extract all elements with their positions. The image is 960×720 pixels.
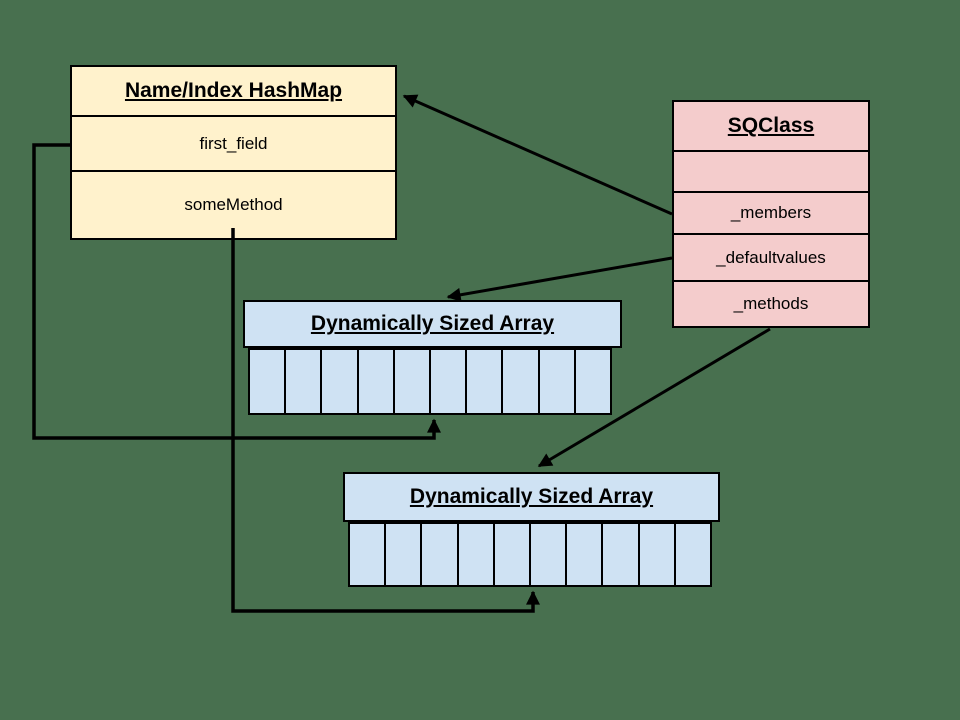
- sqclass-class-box: SQClass _members _defaultvalues _methods: [672, 100, 870, 328]
- hashmap-class-box: Name/Index HashMap first_field someMetho…: [70, 65, 397, 240]
- sqclass-title: SQClass: [674, 102, 868, 152]
- array-lower-title: Dynamically Sized Array: [343, 472, 720, 522]
- array-cell: [576, 350, 610, 413]
- sqclass-row-members: _members: [674, 191, 868, 233]
- array-cell: [459, 524, 495, 585]
- hashmap-title: Name/Index HashMap: [72, 67, 395, 117]
- sqclass-row-defaultvalues: _defaultvalues: [674, 233, 868, 280]
- array-cell: [422, 524, 459, 585]
- array-cell: [250, 350, 287, 413]
- sqclass-row-empty: [674, 152, 868, 191]
- array-cell: [350, 524, 387, 585]
- connector-defaultvalues-to-upper-array: [446, 256, 673, 302]
- array-cell: [386, 524, 423, 585]
- connector-members-to-hashmap: [402, 94, 673, 216]
- array-cell: [531, 524, 568, 585]
- array-cell: [431, 350, 468, 413]
- array-cell: [540, 350, 576, 413]
- array-upper-title: Dynamically Sized Array: [243, 300, 622, 348]
- hashmap-method-somemethod: someMethod: [72, 170, 395, 238]
- array-lower-cells: [348, 522, 712, 587]
- array-upper-cells: [248, 348, 612, 415]
- array-cell: [503, 350, 540, 413]
- array-cell: [640, 524, 676, 585]
- sqclass-row-methods: _methods: [674, 280, 868, 326]
- array-cell: [322, 350, 359, 413]
- array-cell: [676, 524, 710, 585]
- hashmap-field-first-field: first_field: [199, 133, 268, 153]
- array-cell: [286, 350, 323, 413]
- array-cell: [495, 524, 532, 585]
- array-cell: [359, 350, 395, 413]
- array-cell: [603, 524, 640, 585]
- array-cell: [567, 524, 604, 585]
- array-cell: [395, 350, 432, 413]
- array-cell: [467, 350, 504, 413]
